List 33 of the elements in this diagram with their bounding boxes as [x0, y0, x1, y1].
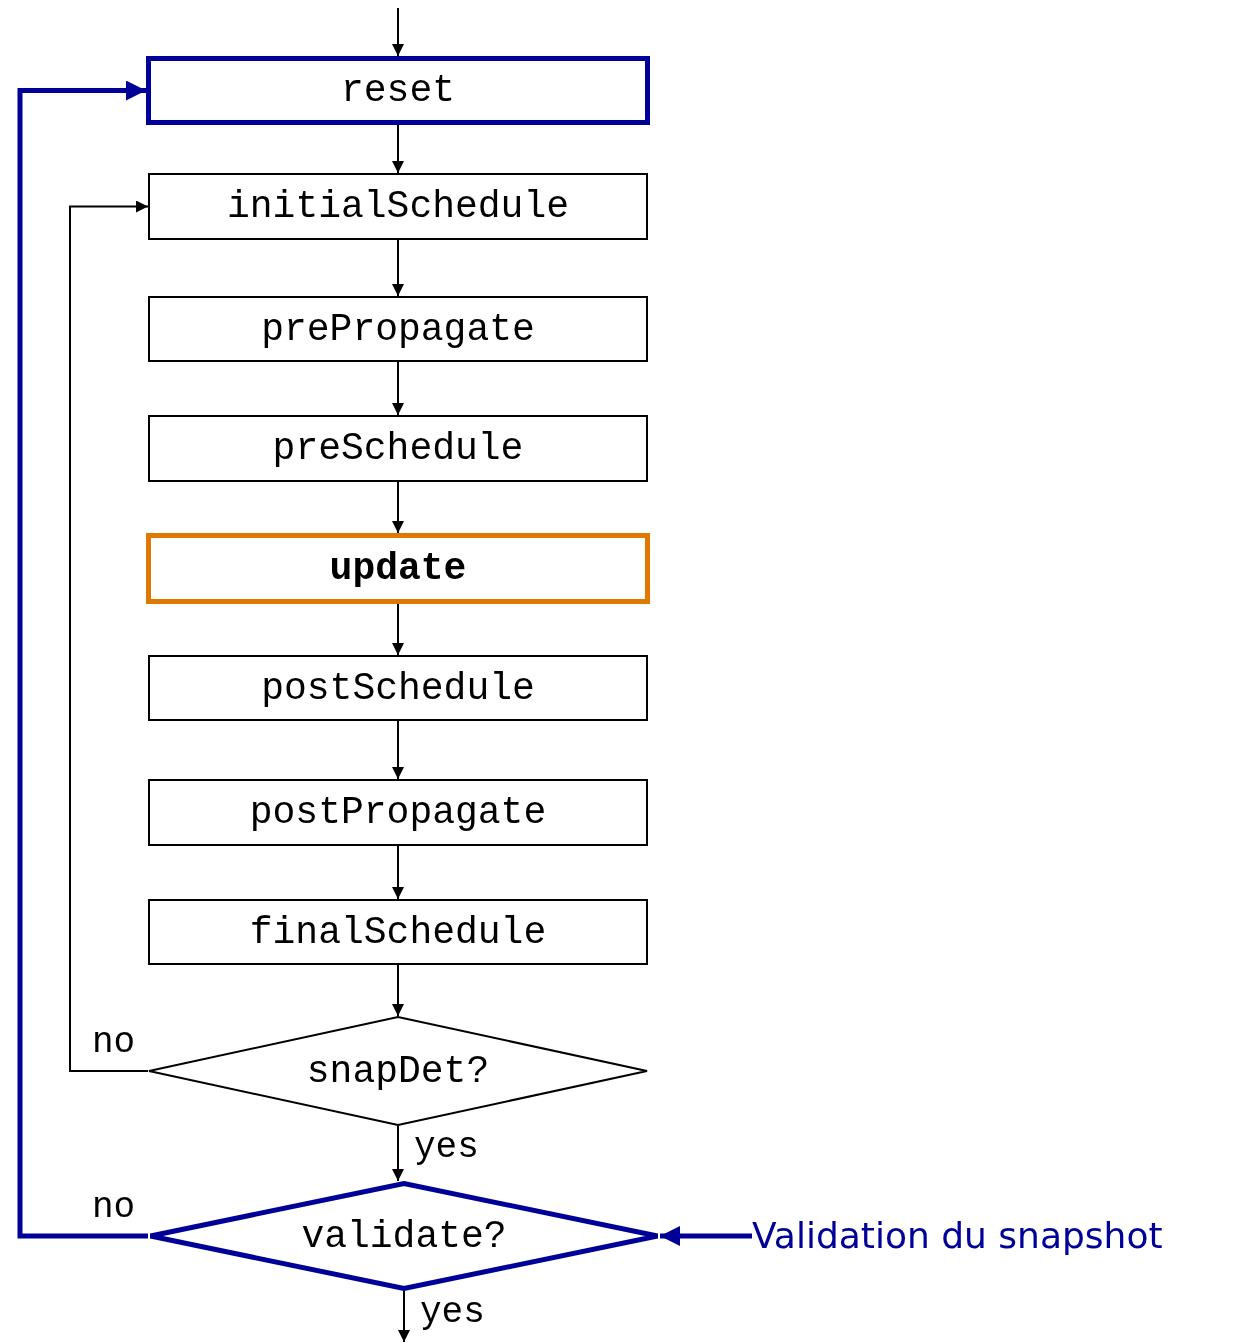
- node-label: prePropagate: [261, 306, 535, 353]
- arrow: [392, 720, 404, 780]
- arrow: [392, 603, 404, 656]
- node-label: snapDet?: [306, 1048, 490, 1095]
- node-label: postPropagate: [249, 790, 547, 836]
- process-box: [148, 173, 648, 240]
- arrow: [392, 124, 404, 174]
- arrow: [392, 964, 404, 1017]
- annotation-text: Validation du snapshot: [752, 1214, 1163, 1258]
- node-label: finalSchedule: [249, 909, 547, 956]
- process-box: [148, 779, 648, 846]
- arrow: [392, 239, 404, 297]
- node-label: postSchedule: [261, 665, 535, 712]
- arrow: [17, 80, 148, 1239]
- process-box: [146, 56, 650, 125]
- process-box: [148, 899, 648, 965]
- process-box: [148, 415, 648, 482]
- node-label: preSchedule: [272, 426, 524, 472]
- node-label: update: [329, 546, 467, 592]
- arrow: [392, 481, 404, 534]
- arrow: [392, 845, 404, 900]
- process-box: [148, 655, 648, 721]
- node-label: validate?: [301, 1213, 507, 1260]
- process-box: [146, 533, 650, 604]
- node-label: reset: [341, 68, 455, 114]
- arrow: [392, 7, 404, 57]
- arrow: [392, 361, 404, 416]
- process-box: [148, 296, 648, 362]
- arrow: [69, 200, 149, 1072]
- arrow: [398, 1290, 410, 1343]
- arrow: [392, 1125, 404, 1182]
- node-label: initialSchedule: [226, 184, 570, 230]
- arrow: [660, 1226, 752, 1246]
